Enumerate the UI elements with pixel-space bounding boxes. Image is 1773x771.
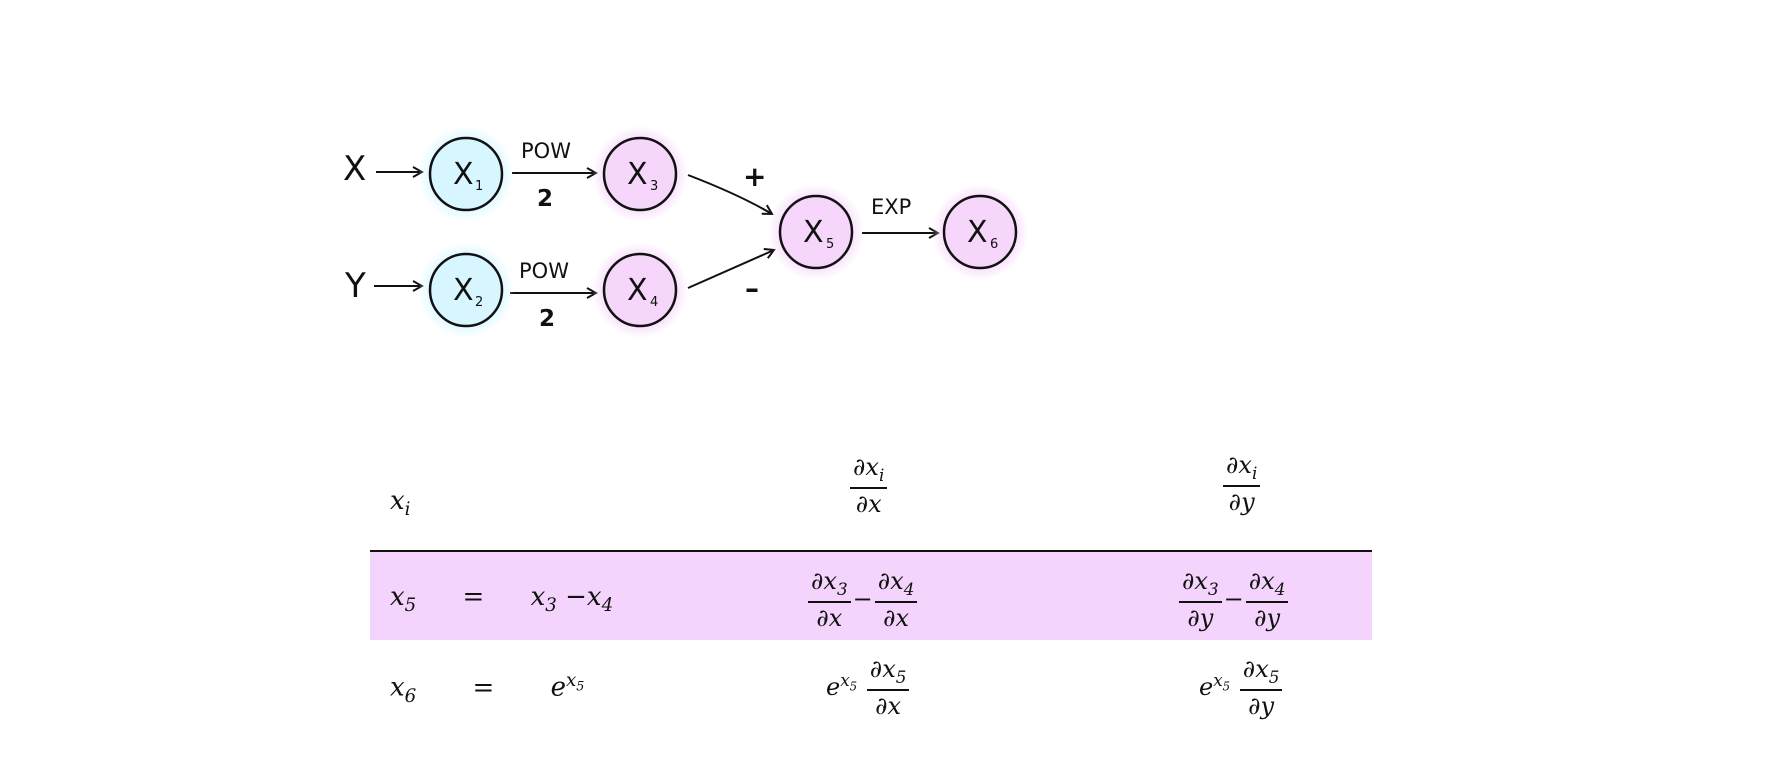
header-dxi-dx: ∂xi∂x (848, 453, 889, 519)
node-x4-label: X (627, 273, 648, 308)
node-x1-label: X (453, 157, 474, 192)
node-x6: X 6 (932, 184, 1028, 280)
edge-label-exp: EXP (871, 195, 911, 219)
edge-label-pow-top: POW (521, 139, 571, 163)
node-x5-label: X (803, 215, 824, 250)
node-x5-sub: 5 (826, 237, 834, 252)
row-x5-dy: ∂x3∂y−∂x4∂y (1177, 567, 1290, 633)
row-x5-definition: x5 = x3 −x4 (390, 582, 614, 617)
edge-label-minus: – (745, 272, 759, 305)
node-x2-sub: 2 (475, 295, 483, 310)
node-x6-sub: 6 (990, 237, 998, 252)
node-x1: X 1 (418, 126, 514, 222)
highlighted-row-background (370, 552, 1372, 640)
edge-label-pow-bottom-arg: 2 (539, 306, 555, 332)
row-x5-dx: ∂x3∂x−∂x4∂x (806, 567, 919, 633)
row-x6-definition: x6 = ex5 (390, 670, 585, 707)
edge-label-pow-bottom: POW (519, 259, 569, 283)
node-x2-label: X (453, 273, 474, 308)
row-x6-dx: ex5 ∂x5∂x (826, 655, 911, 721)
input-label-y: Y (344, 266, 366, 306)
node-x3-sub: 3 (650, 179, 658, 194)
node-x3: X 3 (592, 126, 688, 222)
edge-label-pow-top-arg: 2 (537, 186, 553, 212)
row-x6-dy: ex5 ∂x5∂y (1199, 655, 1284, 721)
edge-x3-to-x5 (687, 174, 772, 214)
node-x1-sub: 1 (475, 179, 483, 194)
input-label-x: X (343, 149, 366, 189)
node-x4-sub: 4 (650, 295, 658, 310)
node-x3-label: X (627, 157, 648, 192)
header-xi: xi (390, 486, 411, 521)
node-x4: X 4 (592, 242, 688, 338)
header-dxi-dy: ∂xi∂y (1221, 451, 1262, 517)
node-x2: X 2 (418, 242, 514, 338)
header-divider (370, 550, 1372, 552)
node-x5: X 5 (768, 184, 864, 280)
node-x6-label: X (967, 215, 988, 250)
edge-label-plus: + (743, 160, 766, 193)
edge-x4-to-x5 (687, 250, 774, 289)
